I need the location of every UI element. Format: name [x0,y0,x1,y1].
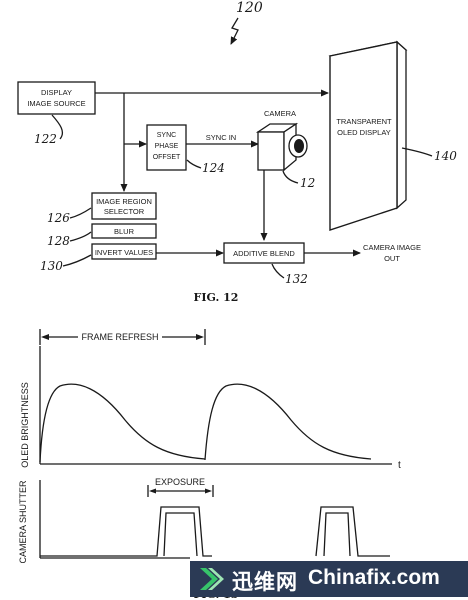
fig12-caption: FIG. 12 [194,291,239,304]
selector-line2: SELECTOR [104,207,145,216]
exposure-arrowhead-left [149,488,156,494]
ref-120-arrow [230,17,239,45]
exposure-label: EXPOSURE [155,477,205,487]
sync-line2: PHASE [155,143,179,150]
sync-line1: SYNC [157,132,176,139]
ref-130-leader [62,254,92,267]
ref-128-leader [69,231,92,242]
oled-brightness-label: OLED BRIGHTNESS [20,382,30,468]
display-source-line2: IMAGE SOURCE [27,99,85,108]
ref-124-leader [186,159,202,169]
ref-128: 128 [47,234,70,248]
camera-label: CAMERA [264,109,296,118]
watermark-en-text: Chinafix.com [308,566,440,589]
shutter-pulse-1-inner [163,512,198,557]
ref-124: 124 [202,161,225,175]
shutter-pulse-1 [40,506,212,557]
selector-line1: IMAGE REGION [96,197,152,206]
ref-122-leader [51,114,64,140]
camera-icon [255,122,308,172]
oled-display-panel [328,40,408,231]
ref-12: 12 [300,176,315,190]
oled-line2: OLED DISPLAY [337,128,391,137]
sync-line3: OFFSET [153,154,181,161]
oled-line1: TRANSPARENT [336,117,392,126]
frame-refresh-label: FRAME REFRESH [81,332,158,342]
ref-122: 122 [34,132,57,146]
ref-126: 126 [47,211,70,225]
sync-in-label: SYNC IN [206,133,236,142]
brightness-curve [39,383,372,463]
shutter-pulse-2 [315,506,390,557]
ref-140: 140 [434,149,457,163]
camera-shutter-label: CAMERA SHUTTER [18,480,28,564]
camera-out-line1: CAMERA IMAGE [363,243,421,252]
camera-out-line2: OUT [384,254,400,263]
ref-140-leader [401,147,433,157]
blur-box [91,223,157,239]
ref-132-leader [271,263,285,279]
invert-values-box [91,243,157,260]
frame-refresh-arrowhead-left [41,334,49,340]
ref-120: 120 [236,0,263,16]
watermark-cn-text: 迅维网 [232,570,298,594]
chinafix-logo-icon [200,568,224,590]
blend-label: ADDITIVE BLEND [233,249,295,258]
invert-label: INVERT VALUES [95,248,153,257]
blur-label: BLUR [114,227,135,236]
sync-phase-offset-box [146,124,187,171]
exposure-arrowhead-right [205,488,212,494]
t-label-top: t [398,460,401,471]
ref-12-leader [282,170,299,184]
shutter-pulse-2-inner [323,512,351,557]
ref-132: 132 [285,272,308,286]
ref-130: 130 [40,259,63,273]
ref-126-leader [69,207,92,219]
image-region-selector-box [91,192,157,220]
watermark-banner [190,561,468,597]
frame-refresh-arrowhead-right [196,334,204,340]
display-image-source-box [17,81,96,115]
display-source-line1: DISPLAY [41,88,72,97]
